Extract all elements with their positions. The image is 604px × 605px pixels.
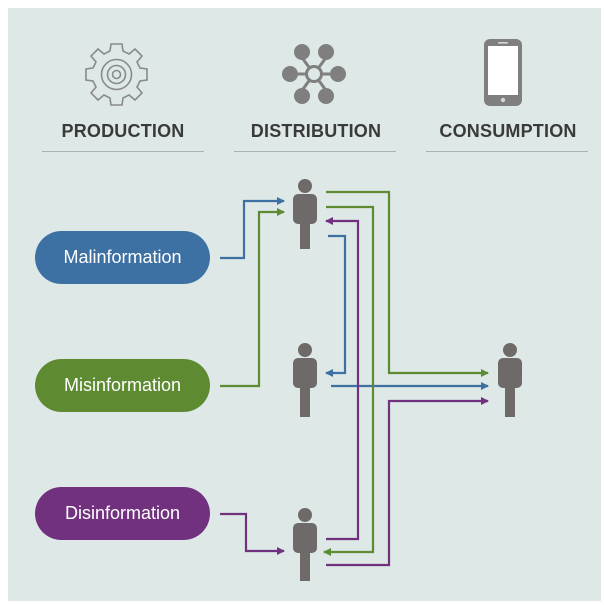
misinformation-flows	[220, 190, 489, 556]
malinformation-pill: Malinformation	[35, 231, 210, 284]
header-consumption: CONSUMPTION	[439, 121, 577, 141]
person-icon	[293, 343, 317, 417]
header-production: PRODUCTION	[61, 121, 185, 141]
person-icon	[293, 508, 317, 581]
network-hub-icon	[282, 44, 346, 104]
malinformation-flows	[220, 197, 489, 390]
divider-distribution	[234, 151, 396, 152]
person-icon	[498, 343, 522, 417]
disinformation-pill: Disinformation	[35, 487, 210, 540]
divider-production	[42, 151, 204, 152]
person-icon	[293, 179, 317, 249]
divider-consumption	[426, 151, 588, 152]
gear-icon	[85, 43, 148, 106]
smartphone-icon	[484, 39, 522, 106]
disinformation-flows	[220, 217, 489, 567]
header-distribution: DISTRIBUTION	[250, 121, 382, 141]
misinformation-pill: Misinformation	[35, 359, 210, 412]
